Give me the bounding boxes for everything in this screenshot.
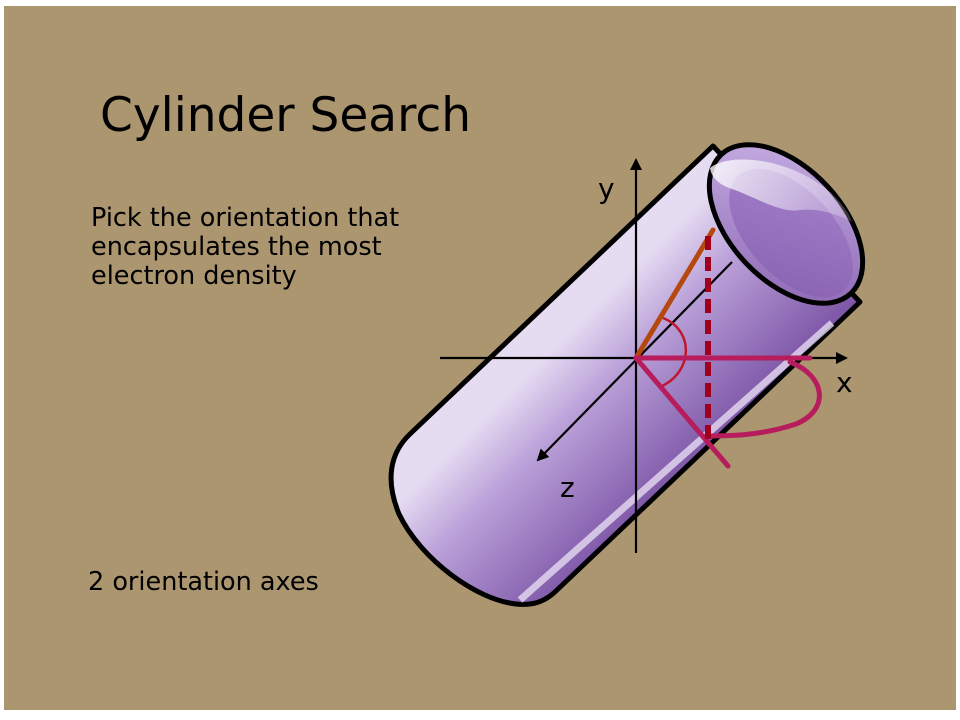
cylinder-highlight [517,320,835,603]
cylinder-cap-sheen [710,159,852,222]
x-axis-label: x [836,366,853,399]
slide-title: Cylinder Search [100,88,472,143]
description-line-2: encapsulates the most [91,232,382,262]
y-axis-label: y [598,172,615,205]
slide-description: Pick the orientation that encapsulates t… [91,204,399,291]
description-line-3: electron density [91,261,297,291]
cylinder-cap-inner [729,168,853,298]
polar-angle-arc [659,316,688,389]
description-line-1: Pick the orientation that [91,203,400,233]
projection-vector [633,355,731,469]
orientation-vector [633,227,716,361]
z-axis-label: z [560,471,575,504]
azimuth-angle-arc [703,359,822,439]
z-axis-line [536,261,733,462]
slide-footer-note: 2 orientation axes [88,567,319,597]
